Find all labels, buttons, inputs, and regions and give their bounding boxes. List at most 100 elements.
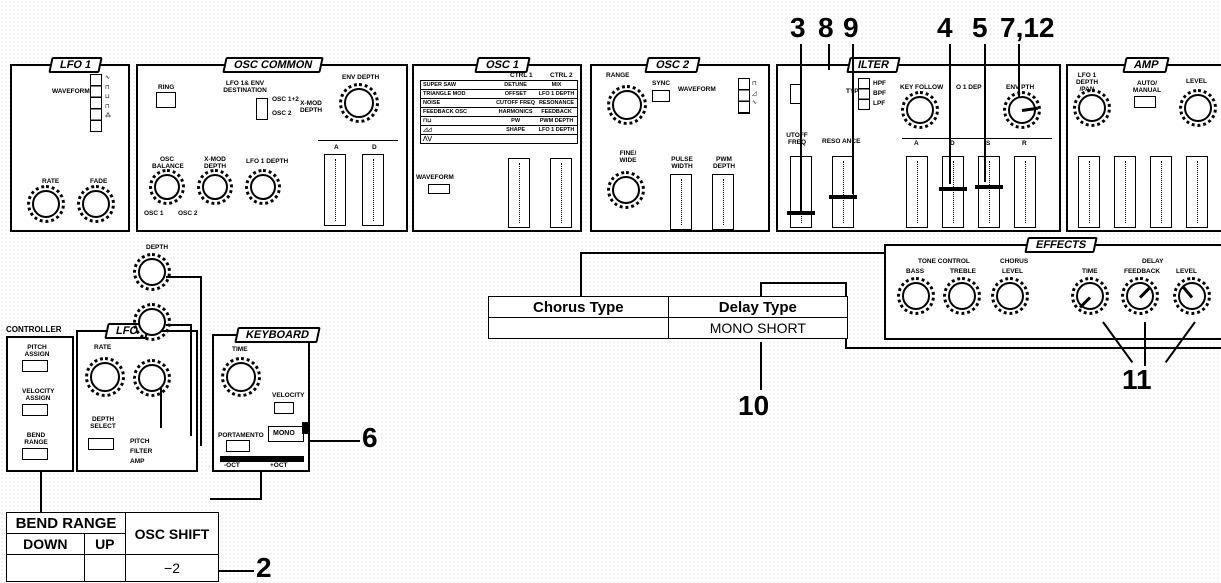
portamento-label: PORTAMENTO — [218, 432, 264, 439]
env-attack-slider[interactable] — [324, 154, 346, 226]
lfo1-depth-knob[interactable] — [250, 174, 276, 200]
filter-r-label: R — [1022, 140, 1027, 147]
pitch-assign-label: PITCH ASSIGN — [22, 344, 52, 358]
filter-release-slider[interactable] — [1014, 156, 1036, 228]
treble-knob[interactable] — [948, 282, 976, 310]
portamento-time-label: TIME — [232, 346, 248, 353]
osc1-row-3-ctrl1: HARMONICS — [495, 108, 536, 116]
filter-decay-handle[interactable] — [939, 187, 967, 191]
pwm-depth-slider[interactable] — [712, 174, 734, 230]
depth-connector-2 — [200, 276, 202, 446]
mono-indicator — [302, 422, 310, 434]
lfo-rate-knob[interactable] — [90, 362, 120, 392]
filter-sustain-slider[interactable] — [978, 156, 1000, 228]
amp-attack-slider[interactable] — [1078, 156, 1100, 228]
depth-connector-1 — [166, 276, 202, 278]
filter-env-shape — [902, 138, 1052, 149]
lfo1-rate-knob[interactable] — [32, 190, 60, 218]
portamento-button[interactable] — [226, 440, 250, 452]
mono-button[interactable]: MONO — [268, 426, 304, 442]
delay-time-pointer — [1079, 296, 1091, 308]
xmod-depth-knob[interactable] — [202, 174, 228, 200]
delay-time-knob[interactable] — [1076, 282, 1104, 310]
resonance-handle[interactable] — [829, 195, 857, 199]
lfo1-depth-label: LFO 1 DEPTH — [246, 158, 288, 165]
callout-5: 5 — [972, 14, 988, 42]
delay-feedback-knob[interactable] — [1126, 282, 1154, 310]
waveform-label: WAVEFORM — [52, 88, 90, 95]
auto-manual-label: AUTO/ MANUAL — [1130, 80, 1164, 94]
lfo1-panel: LFO 1 WAVEFORM ∿⊓⊔⊓⁂ RATE FADE — [10, 64, 130, 232]
filter-decay-slider[interactable] — [942, 156, 964, 228]
effects-connector-delay-h — [760, 282, 846, 284]
effects-panel: EFFECTS TONE CONTROL BASS TREBLE CHORUS … — [884, 244, 1221, 340]
pitch-assign-button[interactable] — [22, 360, 48, 372]
bend-range-header: BEND RANGE — [7, 513, 126, 534]
amp-decay-slider[interactable] — [1114, 156, 1136, 228]
portamento-time-knob[interactable] — [226, 362, 256, 392]
amp-sustain-slider[interactable] — [1150, 156, 1172, 228]
delay-level-knob[interactable] — [1178, 282, 1206, 310]
depth-knob-top[interactable] — [138, 258, 166, 286]
sync-button[interactable] — [652, 90, 670, 102]
osc-common-title: OSC COMMON — [222, 57, 324, 73]
depth-select-button[interactable] — [88, 438, 114, 450]
osc1-ctrl1-slider[interactable] — [508, 158, 530, 228]
filter-dest-label: FILTER — [130, 448, 152, 455]
controller-panel: CONTROLLER PITCH ASSIGN VELOCITY ASSIGN … — [6, 336, 74, 472]
callout-4: 4 — [937, 14, 953, 42]
amp-release-slider[interactable] — [1186, 156, 1208, 228]
callout-7-12: 7,12 — [1000, 14, 1055, 42]
destination-switch[interactable] — [256, 98, 268, 120]
lfo1-fade-knob[interactable] — [82, 190, 110, 218]
bend-range-button[interactable] — [22, 448, 48, 460]
callout-3: 3 — [790, 14, 806, 42]
env-depth-knob[interactable] — [344, 88, 374, 118]
callout-11: 11 — [1122, 366, 1152, 394]
amp-lfo-depth-knob[interactable] — [1078, 94, 1106, 122]
osc-balance-knob[interactable] — [154, 174, 180, 200]
bass-label: BASS — [906, 268, 924, 275]
rate-label: RATE — [42, 178, 59, 185]
pulse-width-slider[interactable] — [670, 174, 692, 230]
osc1-row-0-name: SUPER SAW — [421, 81, 495, 89]
osc1-row-2-ctrl1: CUTOFF FREQ — [495, 99, 536, 107]
osc2-dest-label: OSC 2 — [272, 110, 292, 117]
leader-6 — [308, 440, 360, 442]
osc1-waveform-button[interactable] — [428, 184, 450, 194]
minus-oct-label: -OCT — [224, 462, 240, 469]
osc1-title: OSC 1 — [474, 57, 530, 73]
ring-button[interactable] — [156, 92, 176, 108]
env-decay-slider[interactable] — [362, 154, 384, 226]
filter-attack-slider[interactable] — [906, 156, 928, 228]
auto-manual-button[interactable] — [1134, 96, 1156, 108]
effects-connector-chorus-v — [580, 252, 582, 296]
chorus-level-knob[interactable] — [996, 282, 1024, 310]
controller-title: CONTROLLER — [6, 326, 62, 333]
osc1-ctrl2-slider[interactable] — [550, 158, 572, 228]
depth-knob-bottom[interactable] — [138, 364, 166, 392]
saw-wave-icon: ◿◿ — [421, 126, 495, 134]
waveform-switch[interactable] — [90, 74, 102, 132]
velocity-assign-button[interactable] — [22, 404, 48, 416]
osc-shift-header: OSC SHIFT — [126, 513, 219, 555]
osc1-row-1-ctrl2: LFO 1 DEPTH — [536, 90, 577, 98]
depth-connector-5 — [160, 388, 162, 428]
amp-level-knob[interactable] — [1184, 94, 1212, 122]
osc2-range-knob[interactable] — [612, 90, 642, 120]
fine-wide-knob[interactable] — [612, 176, 640, 204]
keyboard-panel: KEYBOARD TIME VELOCITY PORTAMENTO MONO -… — [212, 334, 310, 472]
amp-dest-label: AMP — [130, 458, 144, 465]
effects-connector-delay-v — [760, 282, 762, 296]
osc2-waveform-switch[interactable] — [738, 78, 750, 114]
osc2-waveform-label: WAVEFORM — [678, 86, 716, 93]
filter-sustain-handle[interactable] — [975, 185, 1003, 189]
bass-knob[interactable] — [902, 282, 930, 310]
osc1-row-0-ctrl2: MIX — [536, 81, 577, 89]
callout-2: 2 — [256, 554, 272, 582]
resonance-slider[interactable] — [832, 156, 854, 228]
depth-knob-middle[interactable] — [138, 308, 166, 336]
filter-type-switch[interactable] — [858, 78, 870, 110]
velocity-button[interactable] — [274, 402, 294, 414]
key-follow-knob[interactable] — [906, 96, 934, 124]
